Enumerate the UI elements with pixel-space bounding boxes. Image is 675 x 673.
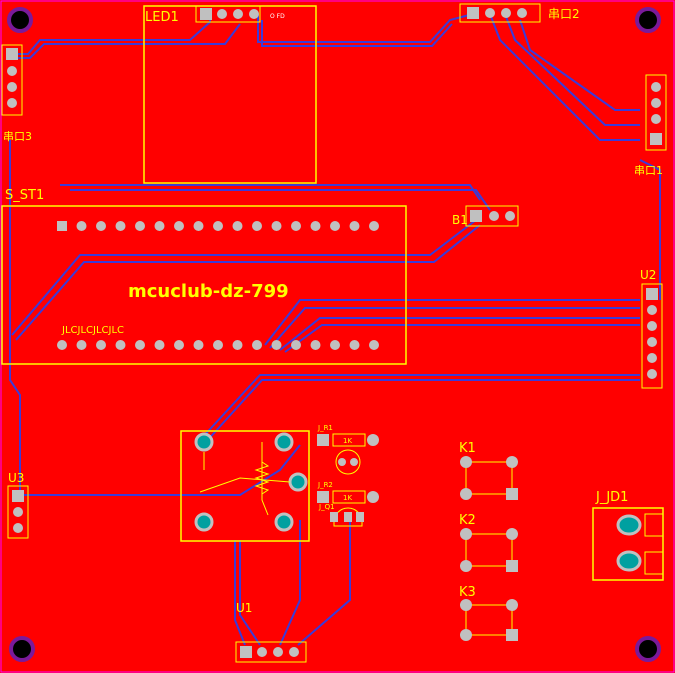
module-pin — [57, 340, 67, 350]
u3-header: U3 — [7, 471, 29, 539]
resistor-r1: 1K J_R1 — [317, 424, 379, 447]
r1-value: 1K — [343, 437, 352, 445]
module-pin — [135, 340, 145, 350]
led1-note: O FD — [270, 13, 285, 20]
module-pin — [330, 340, 340, 350]
traces — [9, 12, 661, 646]
module-pin — [232, 340, 243, 350]
led-indicator — [335, 449, 361, 475]
serial2-ref: 串口2 — [548, 7, 580, 21]
r1-ref: J_R1 — [317, 424, 333, 432]
s-st1-module: S_ST1 mcuclub-dz-799 JLCJLCJLCJLC — [1, 188, 407, 365]
terminal-j-jd1: J_JD1 — [592, 490, 664, 581]
module-pin — [213, 221, 223, 231]
module-pin — [174, 340, 184, 350]
module-pin — [369, 340, 379, 350]
b1-buzzer: B1 — [452, 205, 519, 227]
key-k3: K3 — [459, 585, 518, 641]
module-pin — [213, 340, 223, 350]
module-pin — [232, 221, 243, 231]
module-pin — [96, 221, 106, 231]
key-k2: K2 — [459, 513, 518, 572]
module-pin — [310, 221, 321, 231]
s-st1-bottom-pins — [57, 340, 379, 350]
module-pin — [96, 340, 106, 350]
resistor-r2: 1K J_R2 — [317, 481, 379, 504]
k3-ref: K3 — [459, 585, 476, 600]
module-pin — [369, 221, 379, 231]
u1-header: U1 — [235, 601, 307, 663]
module-pin — [330, 221, 340, 231]
mounting-holes — [7, 7, 661, 662]
key-k1: K1 — [459, 441, 518, 500]
module-pin — [174, 221, 184, 231]
module-pin — [291, 221, 301, 231]
serial3-ref: 串口3 — [3, 130, 32, 143]
module-pin — [271, 221, 282, 231]
j-jd1-ref: J_JD1 — [595, 490, 628, 505]
r2-value: 1K — [343, 494, 352, 502]
b1-ref: B1 — [452, 213, 468, 227]
serial1-ref: 串口1 — [634, 164, 663, 177]
module-pin — [115, 221, 126, 231]
module-pin — [154, 340, 165, 350]
module-pin — [154, 221, 165, 231]
serial2-header: 串口2 — [459, 3, 580, 23]
module-pin — [271, 340, 282, 350]
u3-ref: U3 — [8, 471, 24, 485]
led1-footprint: LED1 O FD — [143, 5, 317, 184]
module-pin — [57, 221, 67, 231]
led1-ref: LED1 — [145, 10, 179, 25]
k2-ref: K2 — [459, 513, 476, 528]
module-pin — [291, 340, 301, 350]
board-title: mcuclub-dz-799 — [128, 281, 289, 302]
module-pin — [349, 340, 360, 350]
q1-ref: J_Q1 — [318, 503, 335, 511]
module-pin — [76, 340, 87, 350]
module-pin — [193, 340, 204, 350]
module-pin — [252, 340, 262, 350]
module-pin — [135, 221, 145, 231]
s-st1-top-pins — [57, 221, 379, 231]
silk-text: JLCJLCJLCJLC — [61, 325, 124, 336]
serial3-header: 串口3 — [1, 44, 32, 143]
relay-footprint — [180, 430, 310, 542]
module-pin — [310, 340, 321, 350]
u1-ref: U1 — [236, 601, 252, 615]
serial1-header: 串口1 — [634, 74, 667, 177]
s-st1-ref: S_ST1 — [5, 188, 44, 203]
k1-ref: K1 — [459, 441, 476, 456]
transistor-q1: J_Q1 — [318, 503, 364, 527]
module-pin — [115, 340, 126, 350]
u2-ref: U2 — [640, 268, 656, 282]
r2-ref: J_R2 — [317, 481, 333, 489]
module-pin — [349, 221, 360, 231]
u2-header: U2 — [640, 268, 663, 389]
module-pin — [193, 221, 204, 231]
module-pin — [252, 221, 262, 231]
module-pin — [76, 221, 87, 231]
